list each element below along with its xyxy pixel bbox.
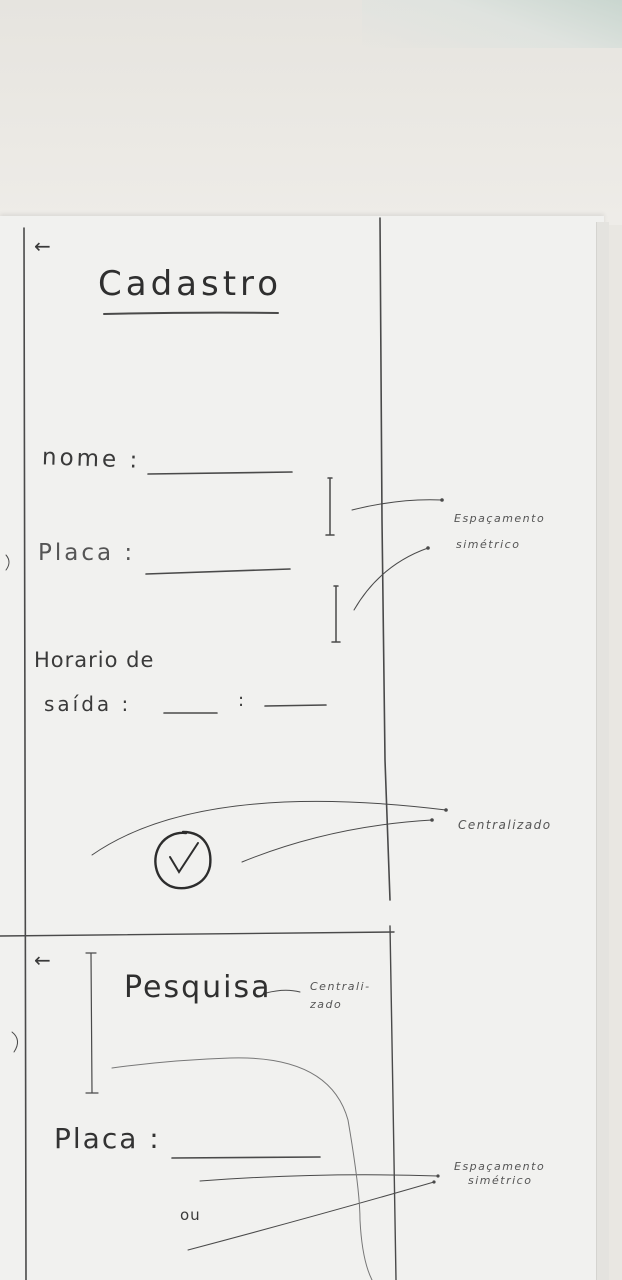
- spacing-note-2-line1: Espaçamento: [454, 1160, 546, 1173]
- placa2-field-line: [171, 1156, 321, 1159]
- confirm-check-circle: [154, 830, 212, 890]
- paper-stack-edge: [596, 222, 609, 1280]
- spacing-arrow-4: [187, 1181, 435, 1251]
- frame-right-line: [379, 217, 391, 901]
- spacing-note-2-line2: simétrico: [468, 1174, 533, 1187]
- centered-note: Centralizado: [458, 818, 552, 832]
- spacing-bracket-3: [85, 952, 99, 1094]
- frame-separator-line: [0, 931, 395, 937]
- centered-arrow-1: [241, 819, 433, 863]
- centered-arrow-2: [265, 989, 301, 994]
- page-title: Cadastro: [98, 264, 283, 304]
- spacing-bracket-2: [331, 585, 341, 643]
- horario-label: Horario de: [34, 648, 155, 672]
- centered-note-2-line2: zado: [310, 998, 343, 1011]
- placa-label: Placa :: [38, 540, 136, 566]
- spacing-note-line2: simétrico: [456, 538, 521, 551]
- spacing-arrow-1: [351, 499, 443, 511]
- minute-field-line: [264, 704, 327, 707]
- or-text: ou: [180, 1206, 201, 1224]
- spacing-note-line1: Espaçamento: [454, 512, 546, 525]
- centered-arc-1: [91, 800, 447, 856]
- back-arrow-icon-2[interactable]: ←: [34, 948, 51, 972]
- spacing-bracket-1: [325, 477, 335, 536]
- spacing-arrow-3: [199, 1174, 439, 1182]
- sketch-paper: [0, 216, 604, 1280]
- background-corner: [362, 0, 622, 48]
- nome-field-line: [147, 471, 293, 475]
- placa-field-line: [145, 568, 291, 575]
- faint-curve: [111, 1057, 373, 1280]
- placa-search-label: Placa :: [54, 1122, 161, 1155]
- title-underline: [103, 311, 279, 315]
- saida-label: saída :: [44, 692, 132, 716]
- frame2-right-line: [389, 925, 397, 1280]
- centered-note-2-line1: Centrali-: [310, 980, 371, 993]
- back-arrow-icon[interactable]: ←: [34, 234, 51, 258]
- search-title: Pesquisa: [124, 970, 272, 1005]
- frame-left-tick: [5, 554, 10, 571]
- frame2-left-curve: [11, 1031, 18, 1053]
- time-separator: :: [238, 690, 245, 711]
- nome-label: nome :: [41, 444, 141, 474]
- spacing-arrow-2: [353, 547, 429, 611]
- frame-left-line: [23, 227, 27, 1280]
